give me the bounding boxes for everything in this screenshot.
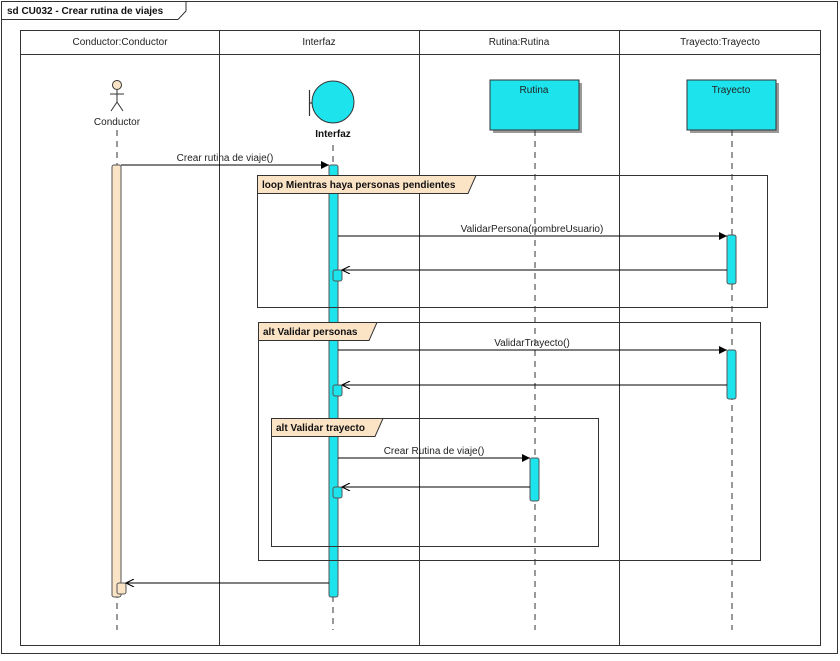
- message-validar-trayecto-label: ValidarTrayecto(): [494, 338, 570, 349]
- activation-conductor: [111, 164, 122, 598]
- frame-title-tab: [1, 1, 187, 20]
- lane-header-rutina: Rutina:Rutina: [489, 37, 550, 48]
- actor-label: Conductor: [94, 117, 141, 128]
- trayecto-object-label: Trayecto: [712, 85, 751, 96]
- message-validar-persona-label: ValidarPersona(nombreUsuario): [461, 224, 604, 235]
- loop-fragment-label: loop Mientras haya personas pendientes: [262, 180, 456, 191]
- lane-table: [20, 30, 821, 646]
- activation-trayecto-2: [726, 349, 737, 400]
- message-crear-rutina-label: Crear rutina de viaje(): [177, 153, 274, 164]
- alt-personas-fragment: [258, 322, 761, 561]
- trayecto-object-box: [686, 79, 777, 131]
- lane-header-conductor: Conductor:Conductor: [72, 37, 168, 48]
- return-activation-1: [332, 269, 343, 282]
- rutina-object-label: Rutina: [520, 85, 549, 96]
- activation-rutina: [529, 457, 540, 502]
- rutina-object-box: [489, 79, 580, 131]
- activation-interfaz: [328, 164, 339, 598]
- lane-header-trayecto: Trayecto:Trayecto: [680, 37, 760, 48]
- return-activation-2: [332, 384, 343, 397]
- message-crear-rutina-viaje-label: Crear Rutina de viaje(): [384, 446, 485, 457]
- lane-header-interfaz: Interfaz: [302, 37, 335, 48]
- actor-icon: [110, 80, 124, 112]
- return-activation-3: [332, 486, 343, 499]
- alt-personas-label: alt Validar personas: [263, 327, 358, 338]
- boundary-icon: [308, 80, 355, 124]
- frame-title: sd CU032 - Crear rutina de viajes: [7, 6, 164, 17]
- return-activation-conductor: [116, 582, 127, 595]
- boundary-label: Interfaz: [315, 129, 351, 140]
- loop-fragment: [257, 175, 768, 308]
- activation-trayecto-1: [726, 234, 737, 285]
- alt-trayecto-fragment: [271, 418, 599, 547]
- alt-trayecto-label: alt Validar trayecto: [276, 423, 365, 434]
